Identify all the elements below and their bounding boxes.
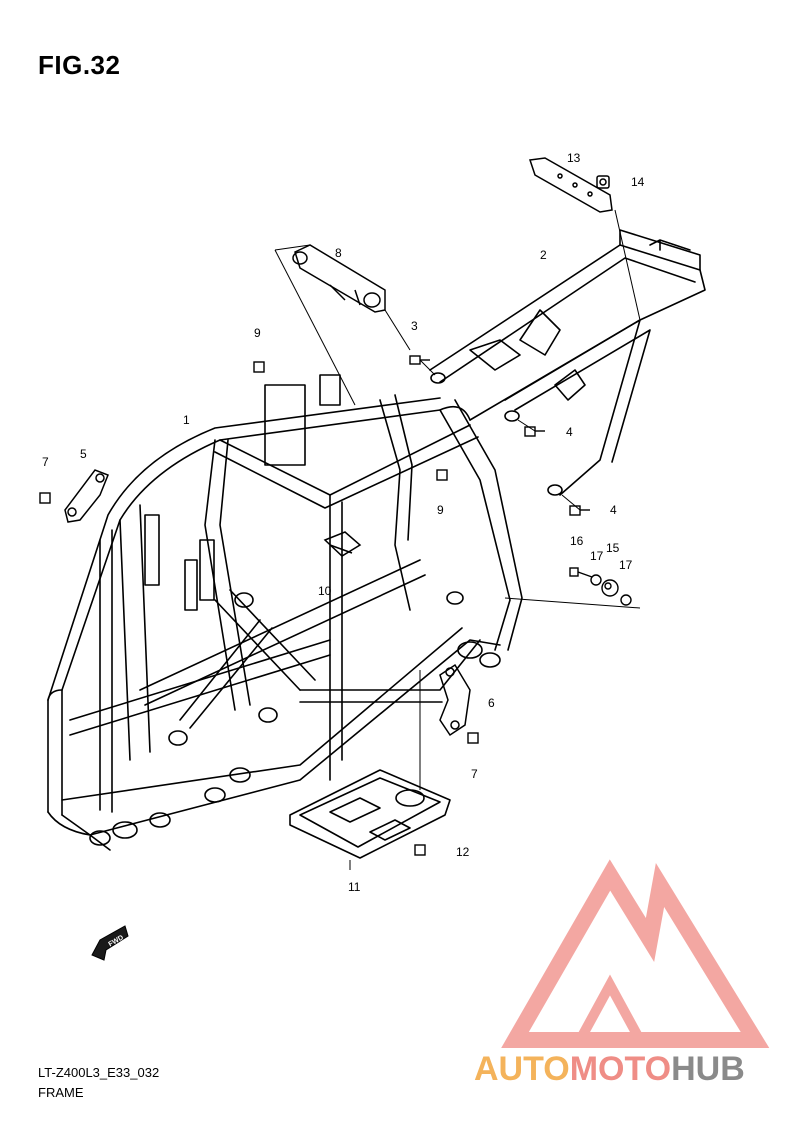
callout-13: 13 (567, 151, 581, 165)
model-code-label: LT-Z400L3_E33_032 (38, 1065, 160, 1080)
part-10-pin-drawing (323, 531, 362, 557)
part-14-nut-drawing (596, 175, 610, 189)
callout-7-left: 7 (42, 455, 49, 469)
callout-8: 8 (335, 246, 342, 260)
leader-lines (274, 209, 641, 870)
callout-15: 15 (606, 541, 620, 555)
figure-title: FIG.32 (38, 50, 121, 80)
callout-9-upper: 9 (254, 326, 261, 340)
callout-4-upper: 4 (566, 425, 573, 439)
fwd-arrow-icon: FWD (91, 925, 129, 961)
callout-11: 11 (348, 880, 361, 894)
part-13-bracket-drawing (529, 157, 613, 213)
callout-5: 5 (80, 447, 87, 461)
callout-10: 10 (318, 584, 332, 598)
section-name-label: FRAME (38, 1085, 84, 1100)
callout-3: 3 (411, 319, 418, 333)
callout-2: 2 (540, 248, 547, 262)
watermark-part-moto: MOTO (569, 1050, 672, 1088)
watermark-part-auto: AUTO (474, 1050, 570, 1088)
part-6-bracket-drawing (439, 663, 471, 737)
callout-4-lower: 4 (610, 503, 617, 517)
callout-9-lower: 9 (437, 503, 444, 517)
part-5-bracket-drawing (64, 469, 109, 523)
callout-7-right: 7 (471, 767, 478, 781)
callout-12: 12 (456, 845, 470, 859)
callout-labels: 1 2 3 4 4 5 6 7 7 8 9 9 10 11 12 13 14 1… (42, 151, 645, 894)
callout-6: 6 (488, 696, 495, 710)
watermark-part-hub: HUB (671, 1050, 745, 1088)
watermark-triangle-logo (501, 859, 770, 1048)
callout-14: 14 (631, 175, 645, 189)
callout-16: 16 (570, 534, 584, 548)
rear-subframe-drawing (429, 229, 706, 496)
callout-1: 1 (183, 413, 190, 427)
part-11-skid-plate-drawing (289, 769, 451, 859)
main-frame-drawing (47, 374, 523, 851)
callout-17-left: 17 (590, 549, 604, 563)
callout-17-right: 17 (619, 558, 633, 572)
watermark-text: AUTOMOTOHUB (474, 1050, 745, 1089)
